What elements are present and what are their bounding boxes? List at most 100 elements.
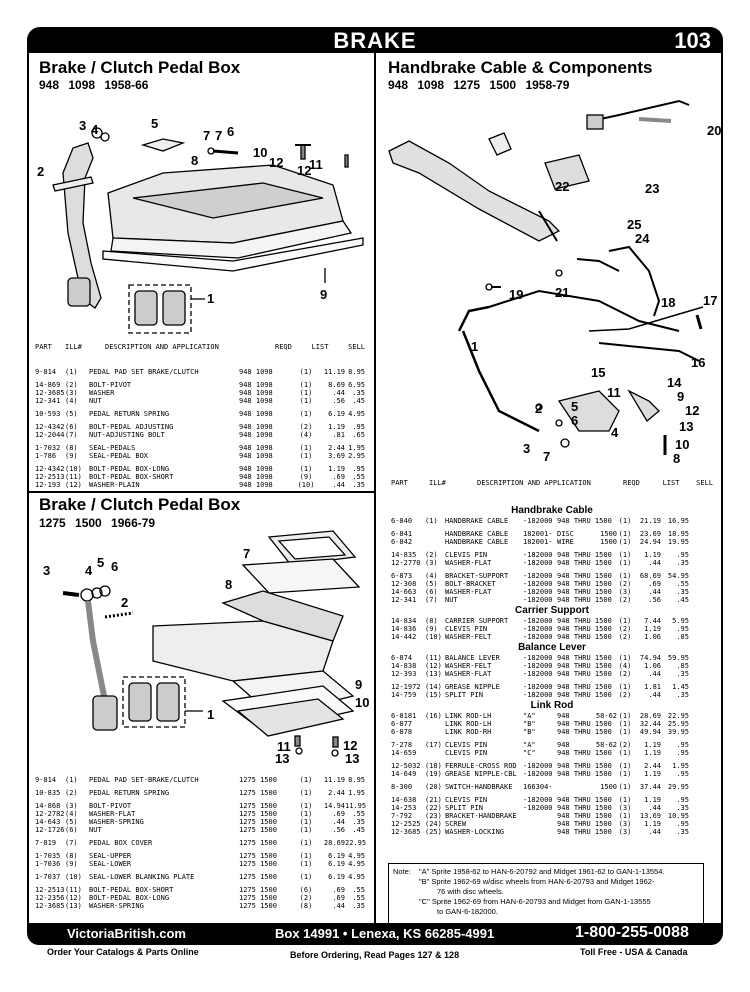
table-cell: 1275 1500: [239, 776, 277, 784]
table-cell: 12-308: [391, 580, 417, 588]
table-cell: 12-341: [35, 397, 61, 405]
table-cell: .35: [352, 902, 365, 910]
table-cell: 1275 1500: [239, 902, 277, 910]
table-cell: BOLT-PIVOT: [89, 802, 132, 810]
table-cell: (4): [65, 810, 78, 818]
table-cell: 6-841: [391, 530, 413, 538]
website-link[interactable]: VictoriaBritish.com: [67, 926, 186, 941]
table-cell: -182000: [523, 517, 553, 525]
group-heading: Balance Lever: [518, 642, 586, 653]
table-cell: (1): [618, 559, 632, 567]
callout-14: 14: [667, 375, 682, 390]
callout-3: 3: [523, 441, 530, 456]
table-cell: WASHER-SPRING: [89, 818, 144, 826]
table-cell: SEAL-LOWER BLANKING PLATE: [89, 873, 195, 881]
table-cell: .55: [676, 580, 689, 588]
table-cell: 1275 1500: [239, 810, 277, 818]
callout-7: 7: [243, 546, 250, 561]
table-cell: .55: [352, 473, 365, 481]
table-cell: (12): [425, 662, 442, 670]
callout-4: 4: [85, 563, 93, 578]
table-cell: 74.94: [639, 654, 661, 662]
table-cell: -182000: [523, 633, 553, 641]
table-cell: .56: [332, 826, 345, 834]
table-cell: (20): [425, 783, 442, 791]
table-cell: .44: [648, 559, 661, 567]
table-cell: -182000: [523, 617, 553, 625]
table-cell: (18): [425, 762, 442, 770]
note-line: "A" Sprite 1958-62 to HAN-6-20792 and Mi…: [419, 867, 665, 876]
table-cell: BRACKET-HANDBRAKE: [445, 812, 517, 820]
table-cell: (1): [618, 796, 632, 804]
table-cell: -182000: [523, 804, 553, 812]
callout-25: 25: [627, 217, 641, 232]
phone-number[interactable]: 1-800-255-0088: [575, 924, 689, 941]
table-cell: [425, 749, 445, 757]
table-cell: .44: [648, 670, 661, 678]
table-cell: CLEVIS PIN: [445, 749, 488, 757]
table-cell: -182000: [523, 770, 553, 778]
table-cell: 1275 1500: [239, 818, 277, 826]
callout-6: 6: [571, 413, 578, 428]
table-cell: 948 THRU 1500: [557, 691, 612, 699]
table-cell: (11): [65, 886, 82, 894]
table-cell: 9-814: [35, 776, 57, 784]
table-cell: 948 THRU 1500: [557, 828, 612, 836]
table-cell: 948 THRU 1500: [557, 517, 612, 525]
table-cell: (1): [618, 783, 632, 791]
table-cell: (19): [425, 770, 442, 778]
callout-12: 12: [685, 403, 699, 418]
table-cell: -182000: [523, 572, 553, 580]
table-cell: (1): [299, 860, 313, 868]
callout-3: 3: [79, 118, 86, 133]
table-cell: (1): [618, 683, 632, 691]
table-cell: 12-3685: [391, 828, 421, 836]
note-line: to GAN-6-182000.: [437, 907, 498, 916]
table-cell: 4.95: [348, 860, 365, 868]
table-cell: 12-341: [391, 596, 417, 604]
callout-11: 11: [277, 739, 291, 754]
table-cell: (8): [65, 852, 78, 860]
table-cell: -182000: [523, 796, 553, 804]
table-cell: 4.95: [348, 410, 365, 418]
table-cell: 948 1098: [239, 444, 273, 452]
table-cell: -182000: [523, 662, 553, 670]
table-cell: 39.95: [667, 728, 689, 736]
table-cell: "B": [523, 720, 536, 728]
table-cell: [523, 828, 557, 836]
section-subtitle: 948 1098 1275 1500 1958-79: [388, 78, 570, 92]
page-frame: [27, 53, 723, 933]
table-cell: BOLT-PEDAL BOX-SHORT: [89, 473, 174, 481]
table-cell: .95: [676, 741, 689, 749]
table-cell: (23): [425, 812, 442, 820]
table-cell: 12-4342: [35, 465, 65, 473]
table-cell: 6.95: [348, 381, 365, 389]
table-cell: WASHER-FELT: [445, 662, 492, 670]
table-cell: (9): [425, 625, 438, 633]
table-cell: 948 THRU 1500: [557, 662, 612, 670]
table-cell: (1): [618, 712, 632, 720]
table-cell: 1500: [600, 783, 617, 791]
table-cell: -182000: [523, 596, 553, 604]
table-cell: 10-835: [35, 789, 61, 797]
table-cell: (2): [65, 381, 78, 389]
callout-11: 11: [607, 385, 621, 400]
table-cell: [557, 783, 591, 791]
table-cell: [425, 728, 445, 736]
table-cell: (2): [618, 633, 632, 641]
callout-13b: 13: [345, 751, 359, 766]
table-cell: NUT: [89, 826, 102, 834]
table-cell: 11.95: [345, 802, 367, 810]
table-cell: (6): [65, 423, 78, 431]
